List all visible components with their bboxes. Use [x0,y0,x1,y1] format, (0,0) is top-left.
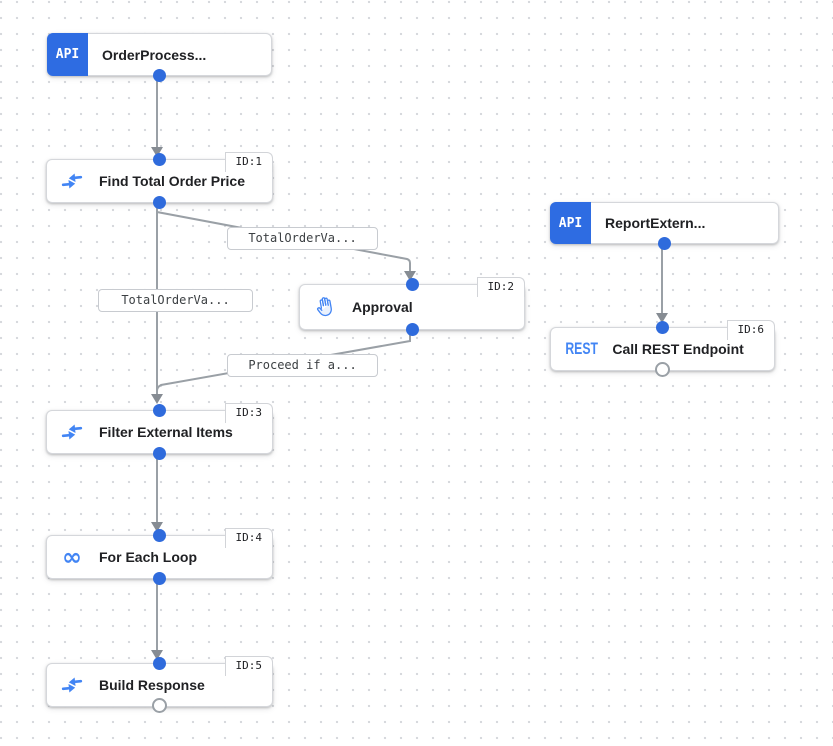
input-port[interactable] [656,321,669,334]
edge-approval-to-filter [156,328,411,394]
arrowhead [151,394,163,404]
edge-label[interactable]: TotalOrderVa... [98,289,253,312]
api-trigger-icon: API [47,33,88,76]
node-filter-external-items[interactable]: Filter External Items ID:3 [46,403,273,460]
arrowhead [151,147,163,157]
node-id-badge: ID:5 [224,656,273,676]
output-port-unconnected[interactable] [152,698,167,713]
node-title: Find Total Order Price [99,173,245,189]
node-title: Build Response [99,677,205,693]
arrowhead [151,650,163,660]
data-mapping-icon [60,421,84,443]
node-id-badge: ID:3 [224,403,273,423]
node-id-badge: ID:2 [476,277,525,297]
input-port[interactable] [153,529,166,542]
output-port[interactable] [153,69,166,82]
approval-hand-icon [313,295,337,319]
for-each-loop-icon: ∞ [62,543,82,571]
node-id-badge: ID:4 [224,528,273,548]
input-port[interactable] [405,278,419,291]
output-port[interactable] [153,572,166,585]
node-title: Approval [352,299,413,315]
data-mapping-icon [60,170,84,192]
input-port[interactable] [153,404,166,417]
output-port[interactable] [658,237,671,250]
node-for-each-loop[interactable]: ∞ For Each Loop ID:4 [46,528,273,585]
node-title: Call REST Endpoint [612,341,744,357]
output-port[interactable] [153,196,166,209]
output-port[interactable] [405,323,419,336]
node-title: OrderProcess... [102,46,207,63]
node-id-badge: ID:1 [224,152,273,172]
input-port[interactable] [153,153,166,166]
node-approval[interactable]: Approval ID:2 [299,277,525,336]
node-find-total-order-price[interactable]: Find Total Order Price ID:1 [46,152,273,209]
output-port-unconnected[interactable] [655,362,670,377]
node-build-response[interactable]: Build Response ID:5 [46,656,273,713]
node-call-rest-endpoint[interactable]: REST Call REST Endpoint ID:6 [550,320,775,377]
input-port[interactable] [153,657,166,670]
node-id-badge: ID:6 [726,320,775,340]
edge-label[interactable]: TotalOrderVa... [227,227,378,250]
node-title: For Each Loop [99,549,197,565]
arrowhead [151,522,163,532]
api-trigger-icon: API [550,202,591,244]
node-title: ReportExtern... [605,215,706,231]
output-port[interactable] [153,447,166,460]
arrowhead [404,271,416,281]
data-mapping-icon [60,674,84,696]
rest-task-icon: REST [565,339,598,358]
node-order-process-trigger[interactable]: API OrderProcess... [47,33,272,82]
arrowhead [656,313,668,323]
edge-find-to-approval [156,201,411,272]
node-title: Filter External Items [99,424,233,440]
node-report-external-trigger[interactable]: API ReportExtern... [550,202,779,250]
edge-label[interactable]: Proceed if a... [227,354,378,377]
